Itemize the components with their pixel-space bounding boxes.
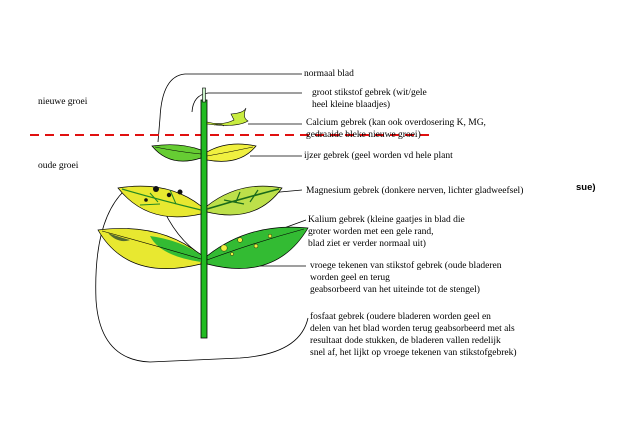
- leaf-magnesium-left: [117, 185, 202, 218]
- leaf-lower-right: [206, 226, 309, 269]
- label-magnesium: Magnesium gebrek (donkere nerven, lichte…: [306, 186, 524, 196]
- leaf-spot-3: [177, 189, 183, 195]
- leaf-iron-right: [206, 143, 257, 162]
- leaf-calcium-curled: [206, 107, 249, 126]
- connector-normal: [157, 73, 302, 143]
- label-phosphate: fosfaat gebrek (oudere bladeren worden g…: [310, 312, 517, 358]
- potassium-hole-3: [253, 243, 259, 249]
- label-normal-leaf: normaal blad: [304, 69, 354, 79]
- connector-potassium: [283, 219, 307, 229]
- leaf-spot-2: [166, 192, 172, 198]
- label-calcium: Calcium gebrek (kan ook overdosering K, …: [306, 118, 486, 140]
- leaf-magnesium-right-vein: [206, 188, 280, 210]
- connector-n-large: [191, 92, 302, 113]
- potassium-hole-5: [230, 252, 234, 256]
- potassium-hole-2: [237, 237, 243, 243]
- label-nitrogen-large: groot stikstof gebrek (wit/gele heel kle…: [312, 88, 427, 110]
- leaf-spot-1: [153, 186, 159, 192]
- label-iron: ijzer gebrek (geel worden vd hele plant: [304, 151, 453, 161]
- leaf-magnesium-right-side: [223, 189, 259, 205]
- leaf-iron-right-vein: [206, 146, 254, 157]
- leaf-iron-left-vein: [154, 146, 202, 155]
- leaf-lower-right-vein: [206, 228, 305, 261]
- potassium-hole-4: [268, 233, 273, 238]
- leaf-magnesium-left-vein: [121, 188, 202, 211]
- leaf-lower-left-dark: [108, 233, 130, 242]
- potassium-hole-1: [220, 244, 228, 252]
- leaf-iron-left: [151, 144, 202, 162]
- leaf-magnesium-left-side1: [139, 189, 177, 206]
- zone-label-new-growth: nieuwe groei: [38, 97, 88, 107]
- label-nitrogen-early: vroege tekenen van stikstof gebrek (oude…: [310, 261, 502, 295]
- stem-tip: [202, 87, 206, 103]
- label-potassium: Kalium gebrek (kleine gaatjes in blad di…: [308, 215, 465, 249]
- leaf-calcium-tip: [213, 123, 225, 127]
- zone-label-old-growth: oude groei: [38, 161, 79, 171]
- stray-text: sue): [576, 182, 596, 193]
- leaf-spot-4: [144, 198, 148, 202]
- stem: [200, 99, 208, 339]
- leaf-lower-left-vein: [101, 230, 202, 260]
